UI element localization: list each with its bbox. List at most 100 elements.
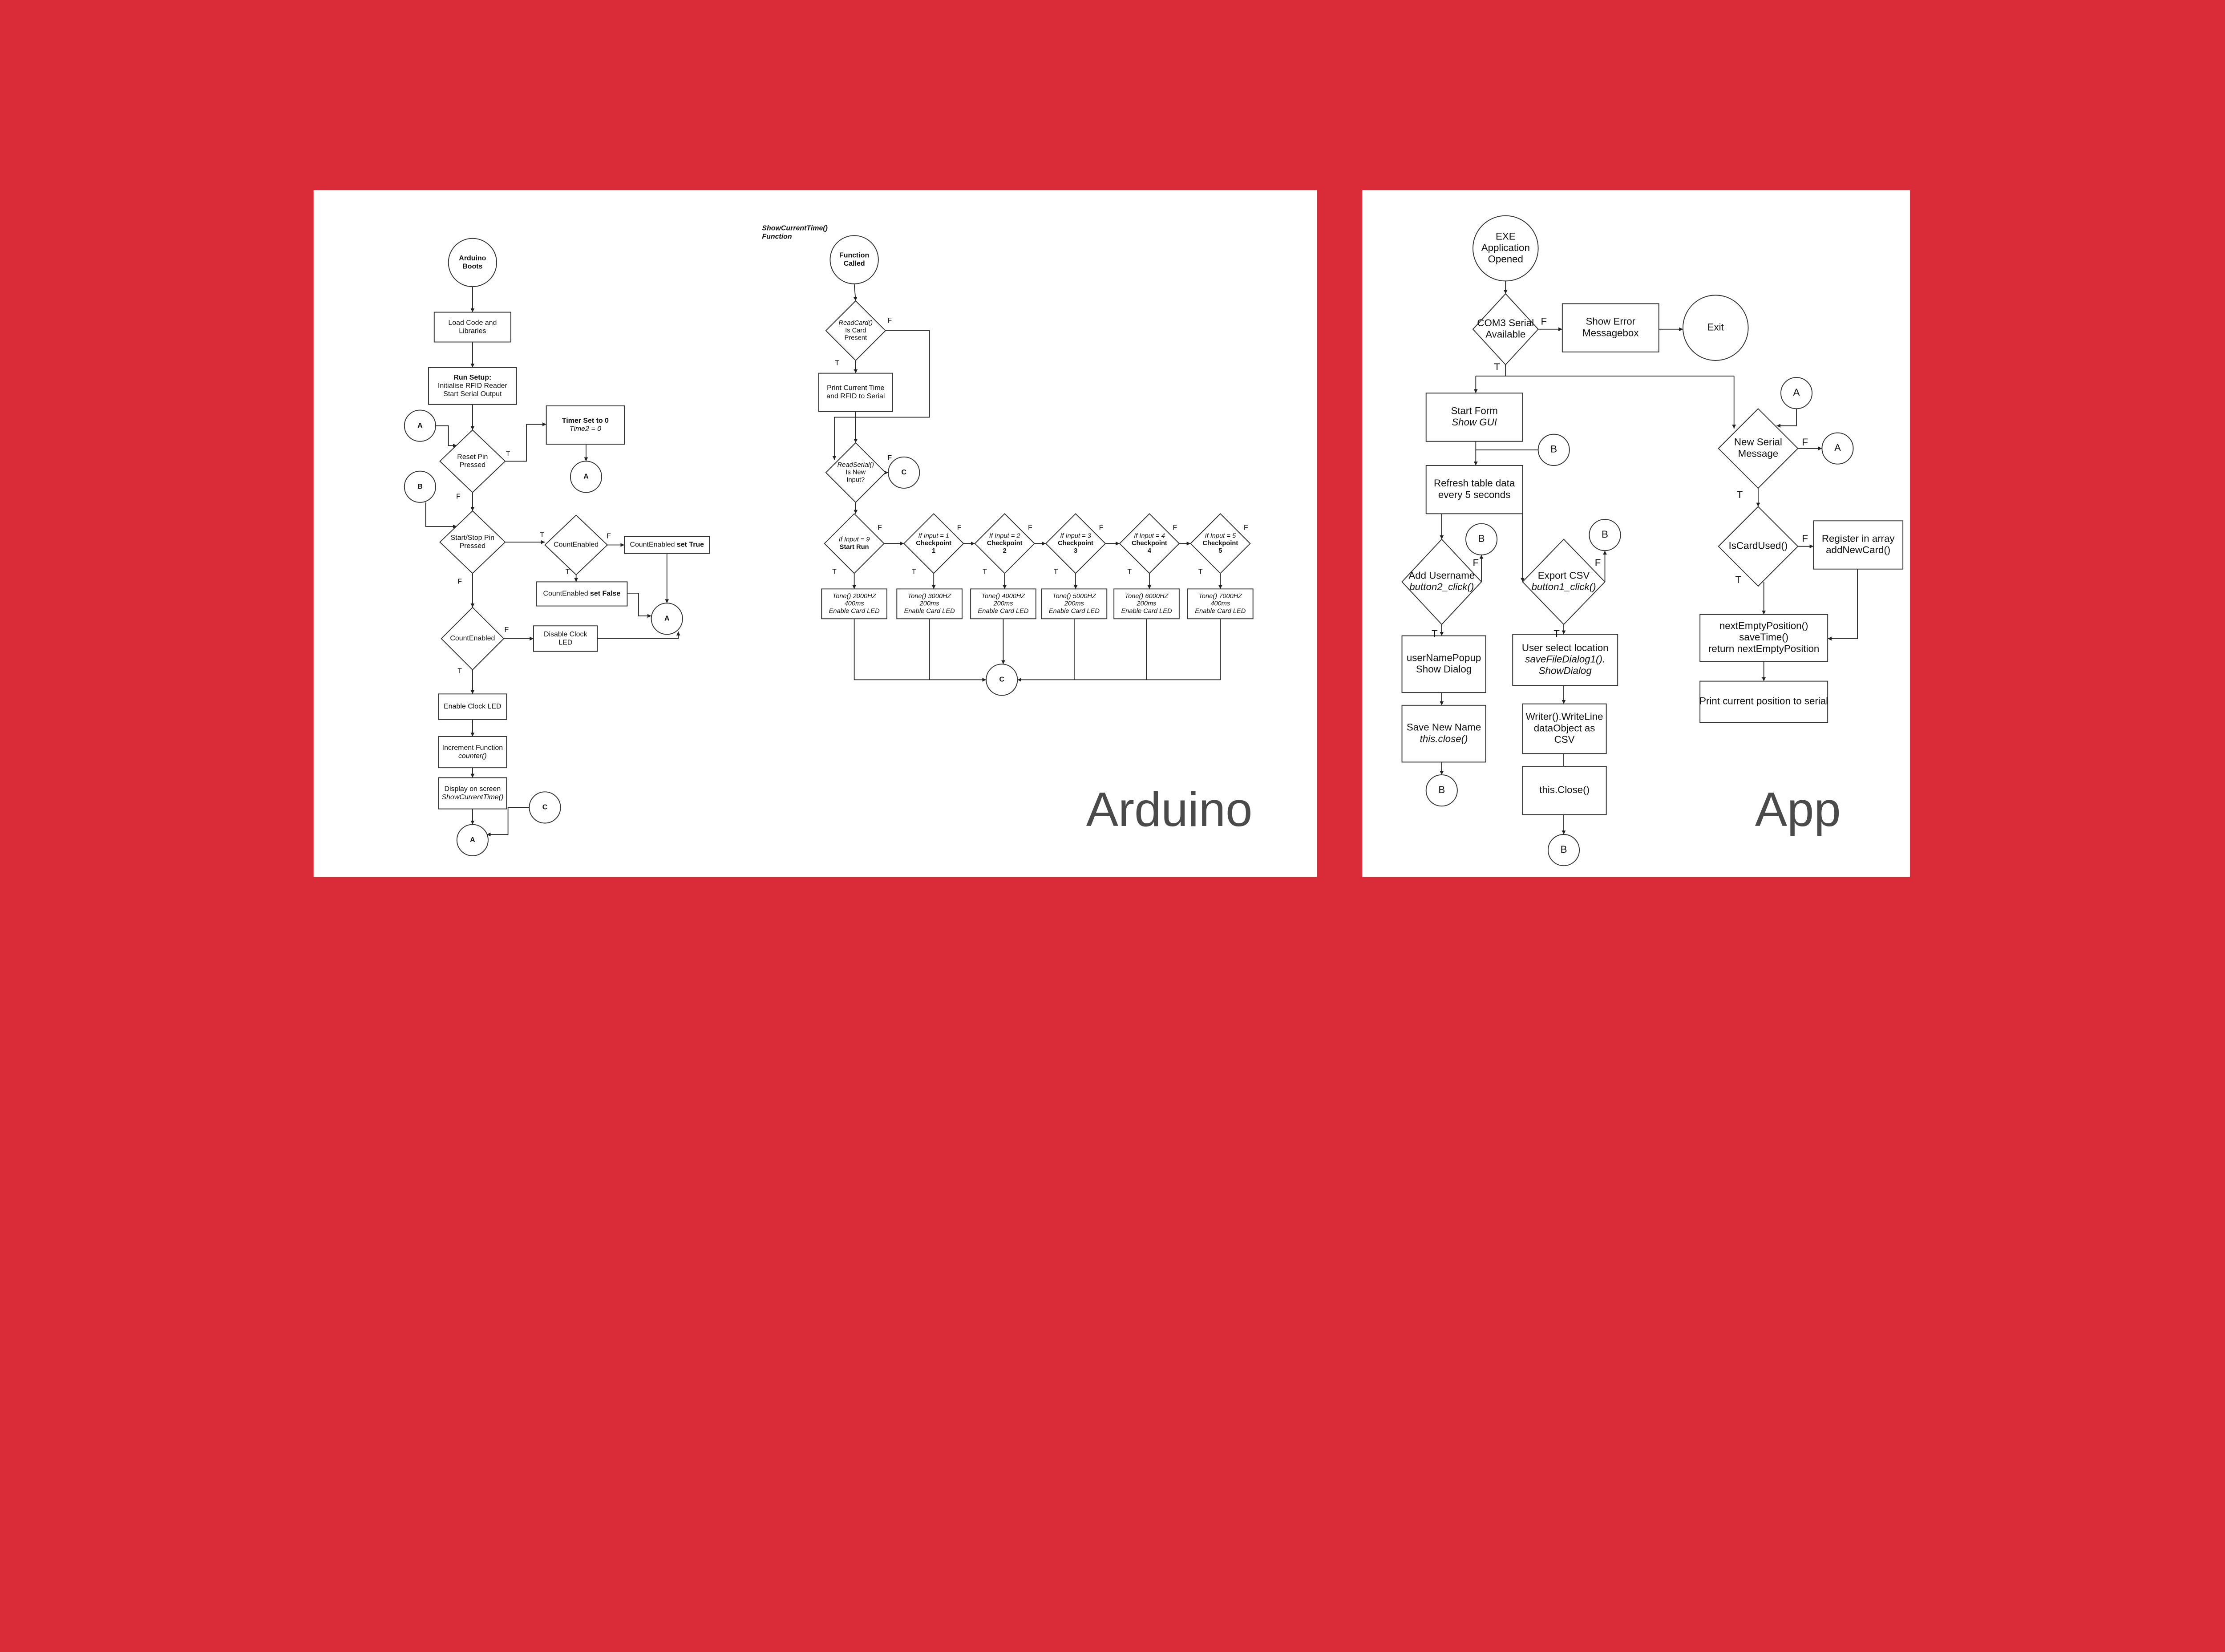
node-cardUsed: IsCardUsed() (1718, 506, 1799, 587)
node-text: C (901, 469, 906, 476)
edge-label-false: F (456, 493, 461, 500)
node-text: Disable Clock (544, 631, 587, 638)
node-text: Time2 = 0 (570, 425, 601, 433)
flow-connector (832, 330, 930, 460)
process-box (1699, 614, 1829, 662)
node-ce1: CountEnabled (544, 514, 608, 575)
node-text: COM3 Serial (1477, 317, 1534, 328)
decision-diamond (1119, 513, 1180, 574)
node-text: Refresh table data (1434, 478, 1515, 489)
flow-connector (505, 422, 546, 462)
node-text: Export CSV (1538, 570, 1590, 581)
connector-circle (529, 791, 561, 824)
node-text-segment: set True (677, 541, 704, 549)
node-text: Start Serial Output (443, 390, 502, 398)
arduino-panel-label: Arduino (1086, 782, 1253, 836)
node-text: button1_click() (1531, 581, 1596, 592)
node-text: Enable Card LED (829, 608, 880, 615)
decision-diamond (1190, 513, 1251, 574)
connector-circle (888, 456, 920, 489)
edge-label-false: F (887, 454, 892, 462)
edge-label-false: F (887, 317, 892, 324)
edge-label-false: F (1099, 524, 1104, 531)
edge-label-false: F (505, 626, 509, 634)
node-bC: B (1589, 519, 1621, 551)
edge-label-false: F (1802, 437, 1808, 448)
node-text: Opened (1488, 254, 1523, 265)
process-box (1425, 393, 1523, 442)
edge-label-true: T (983, 568, 987, 575)
flow-connector (597, 632, 680, 639)
process-box (433, 312, 511, 343)
node-close: this.Close() (1522, 765, 1607, 815)
decision-diamond (825, 300, 886, 361)
node-text: dataObject as (1534, 722, 1595, 733)
node-text: EXE (1496, 231, 1516, 242)
process-box (438, 736, 507, 769)
connector-circle (1682, 295, 1749, 361)
node-text: Function (839, 252, 869, 259)
process-box (1522, 765, 1607, 815)
node-text: B (1438, 784, 1445, 795)
decision-diamond (439, 510, 506, 574)
node-text: Initialise RFID Reader (438, 382, 508, 390)
node-text: Display on screen (445, 786, 501, 793)
decision-diamond (544, 514, 608, 575)
node-text: If Input = 4 (1134, 532, 1165, 539)
node-text: CountEnabled set True (630, 541, 704, 549)
flow-connector (1017, 619, 1221, 682)
process-box (1512, 634, 1618, 686)
node-text: CountEnabled set False (543, 590, 621, 598)
connector-circle (1547, 834, 1580, 866)
connector-circle (829, 235, 879, 284)
edge-label-true: T (832, 568, 837, 575)
node-a3: A (651, 603, 683, 635)
edge-label-true: T (566, 568, 570, 575)
node-text: Enable Clock LED (444, 703, 501, 710)
edge-label-false: F (1541, 316, 1547, 327)
node-text: 2 (1003, 547, 1007, 555)
node-text: Checkpoint (1202, 540, 1238, 547)
node-text: User select location (1522, 642, 1609, 653)
process-box (536, 581, 628, 607)
node-text: Available (1485, 329, 1525, 340)
node-text: this.close() (1420, 733, 1468, 744)
flow-connector (853, 283, 858, 301)
edge-label-false: F (1802, 533, 1808, 544)
node-text: saveTime() (1739, 632, 1788, 643)
decision-diamond (1718, 408, 1799, 489)
node-text: CountEnabled (450, 635, 495, 642)
decision-diamond (1718, 506, 1799, 587)
node-text: CSV (1554, 734, 1575, 745)
node-text: Show Dialog (1416, 664, 1472, 675)
node-a4: A (456, 824, 489, 856)
process-box (1041, 588, 1108, 620)
node-text: Checkpoint (1132, 540, 1167, 547)
node-text: 200ms (1137, 600, 1157, 607)
node-c2: C (888, 456, 920, 489)
flow-connector (1776, 409, 1797, 428)
node-text: Libraries (459, 327, 486, 335)
node-text: A (470, 836, 475, 844)
edge-label-true: T (1737, 489, 1743, 500)
connector-circle (570, 461, 603, 493)
node-text: ShowDialog (1539, 665, 1592, 676)
flow-connector (854, 619, 987, 682)
node-text: Writer().WriteLine (1526, 711, 1603, 722)
decision-diamond (825, 442, 886, 503)
node-text: Tone() 6000HZ (1125, 593, 1169, 600)
node-text: Pressed (460, 462, 485, 469)
node-text: and RFID to Serial (826, 393, 885, 400)
process-box (821, 588, 887, 620)
node-text: A (664, 615, 670, 623)
node-text: this.Close() (1539, 784, 1590, 795)
